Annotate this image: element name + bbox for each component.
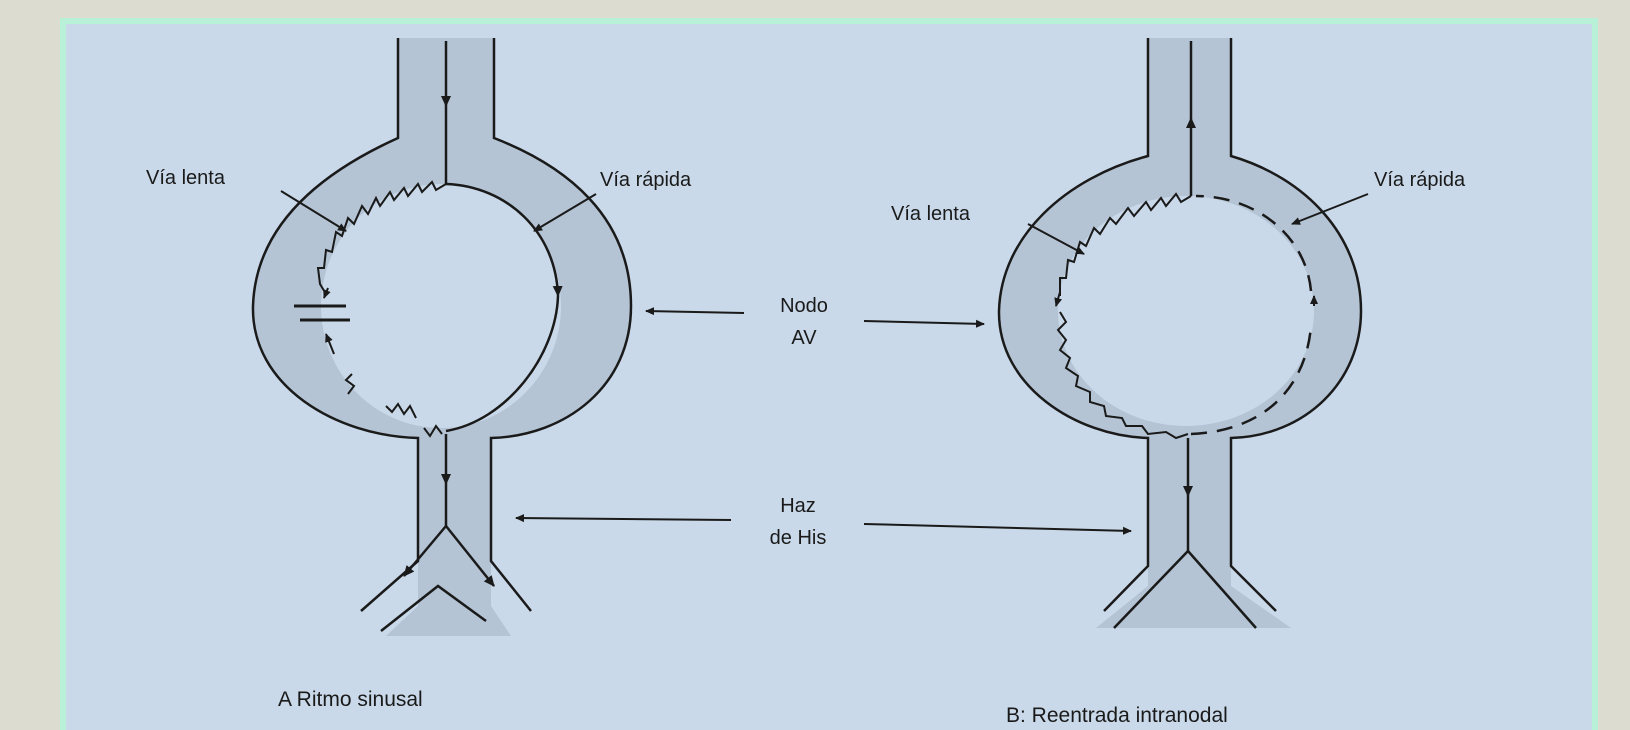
leader-av-right bbox=[864, 321, 984, 324]
caption-a: A Ritmo sinusal bbox=[278, 688, 423, 711]
label-av-node-line1: Nodo bbox=[780, 295, 828, 317]
panel-b-reentrada-intranodal bbox=[999, 38, 1361, 628]
diagram-frame: Vía lenta Vía rápida Vía lenta Vía rápid… bbox=[60, 18, 1598, 730]
leader-av-left bbox=[646, 311, 744, 313]
label-his-line1: Haz bbox=[780, 495, 816, 517]
leader-his-left bbox=[516, 518, 731, 520]
label-av-node-line2: AV bbox=[791, 327, 817, 349]
label-a-fast-path: Vía rápida bbox=[600, 169, 692, 191]
leader-his-right bbox=[864, 524, 1131, 531]
panel-a-ritmo-sinusal bbox=[253, 38, 631, 636]
label-his-line2: de His bbox=[770, 527, 827, 549]
caption-b: B: Reentrada intranodal bbox=[1006, 704, 1228, 727]
av-node-diagram: Vía lenta Vía rápida Vía lenta Vía rápid… bbox=[66, 24, 1598, 730]
panel-a-inner-lumen bbox=[321, 184, 561, 428]
label-a-slow-path: Vía lenta bbox=[146, 167, 226, 189]
label-b-slow-path: Vía lenta bbox=[891, 203, 971, 225]
label-b-fast-path: Vía rápida bbox=[1374, 169, 1466, 191]
